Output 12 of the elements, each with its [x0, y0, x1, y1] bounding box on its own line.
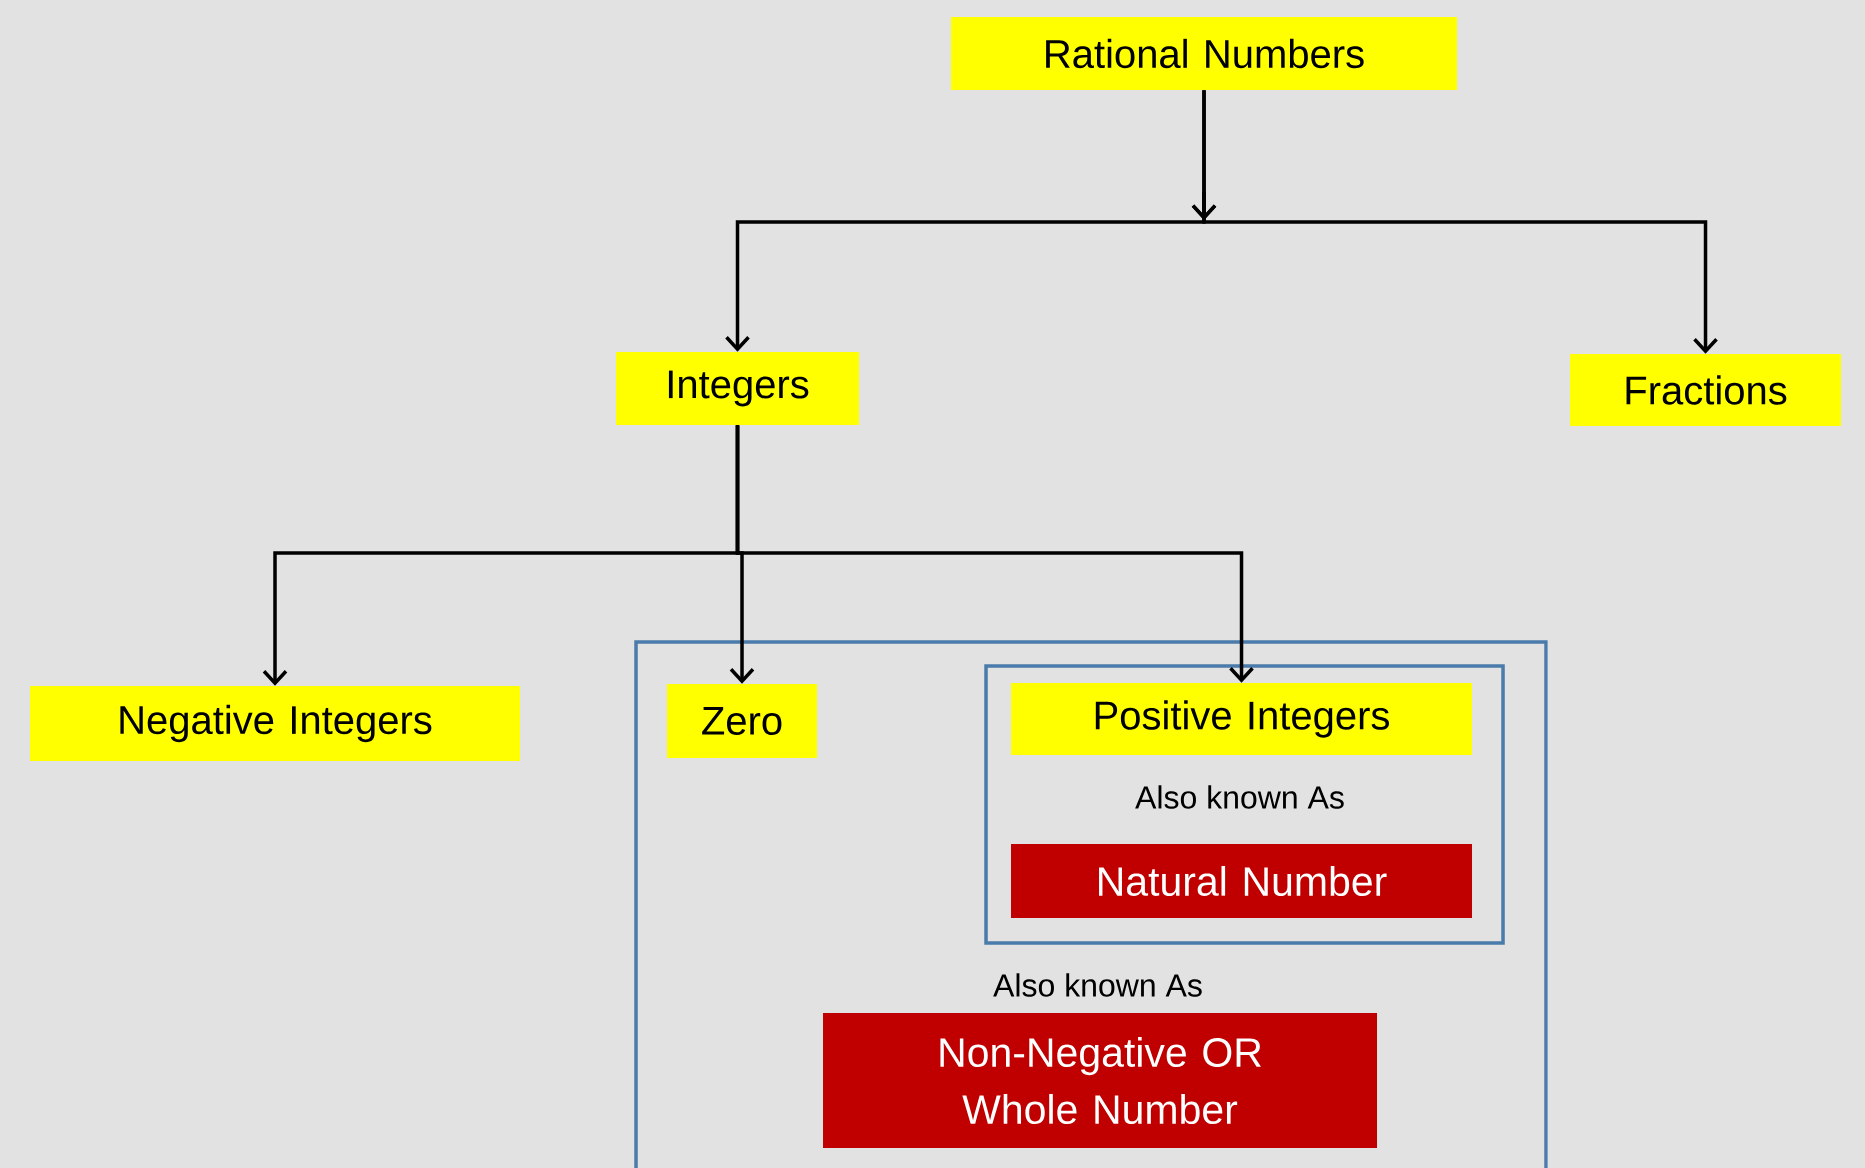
- highlight-box: Natural Number: [1011, 844, 1472, 918]
- label-box: Negative Integers: [30, 686, 520, 761]
- label-box: Integers: [616, 352, 859, 425]
- label-box: Rational Numbers: [951, 17, 1457, 90]
- note-text: Also known As: [1135, 785, 1344, 809]
- label-box: Fractions: [1570, 354, 1841, 426]
- highlight-box: Non-Negative OR Whole Number: [823, 1013, 1377, 1148]
- arrow: [1191, 90, 1718, 354]
- label-box: Positive Integers: [1011, 683, 1472, 755]
- arrow: [735, 425, 1254, 683]
- note-text: Also known As: [993, 973, 1202, 997]
- label-box: Zero: [667, 684, 817, 758]
